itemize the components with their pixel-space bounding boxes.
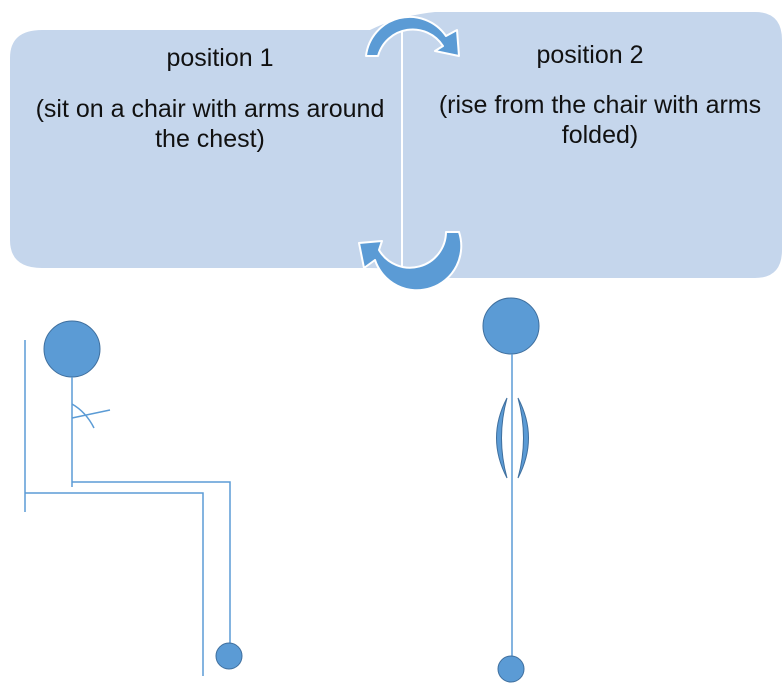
curved-arrow-counterclockwise-icon [358, 231, 463, 292]
curved-arrow-clockwise-icon [365, 15, 460, 57]
standing-figure-left-arm [496, 397, 508, 479]
standing-figure [482, 297, 540, 683]
sitting-figure-arms [71, 403, 111, 429]
sitting-figure-foot [215, 642, 243, 670]
position-1-title: position 1 [166, 44, 274, 72]
standing-figure-right-arm [517, 397, 529, 479]
sitting-figure [43, 320, 243, 670]
chair-seat-and-leg [25, 492, 204, 676]
position-2-title: position 2 [536, 41, 644, 69]
position-1-description: (sit on a chair with arms around the che… [35, 95, 385, 153]
chair [24, 340, 204, 676]
sitting-figure-head [43, 320, 101, 378]
standing-figure-head [482, 297, 540, 355]
standing-figure-foot [497, 655, 525, 683]
positions-panel [10, 12, 782, 278]
position-2-description: (rise from the chair with arms folded) [438, 91, 762, 149]
sitting-figure-leg [72, 481, 231, 647]
